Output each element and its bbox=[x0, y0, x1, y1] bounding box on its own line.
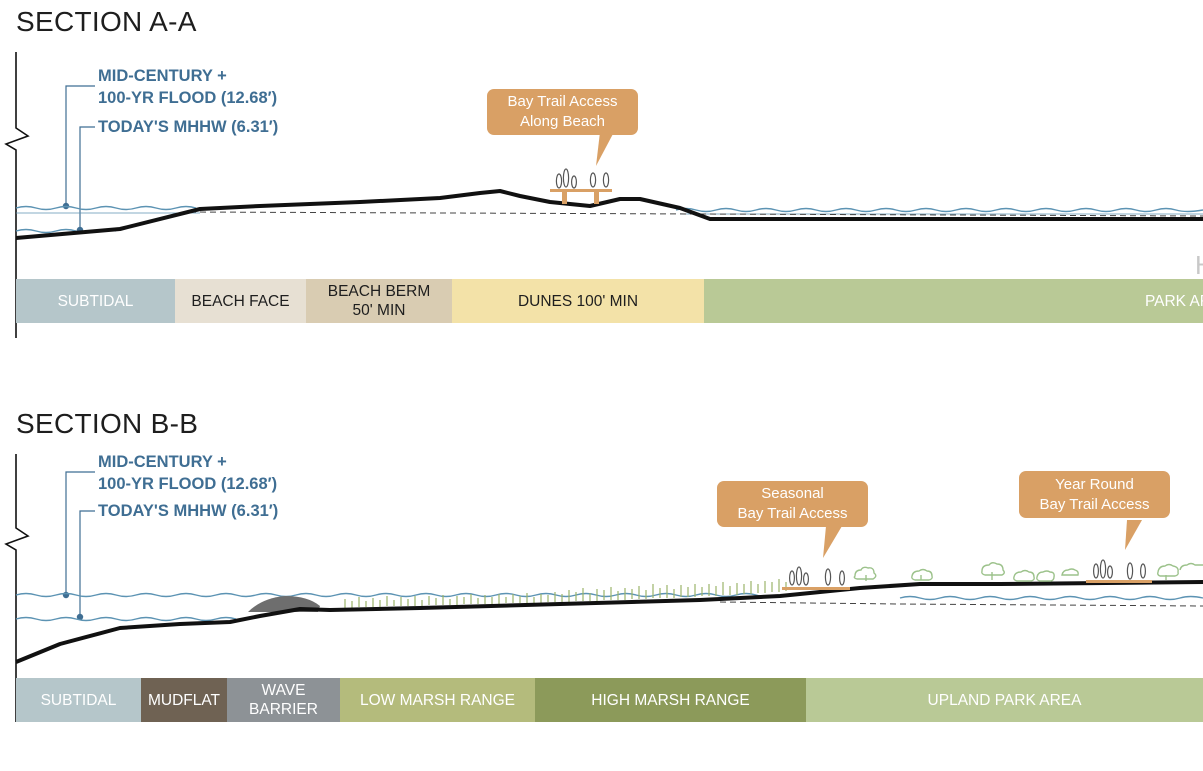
zone-high-marsh: HIGH MARSH RANGE bbox=[535, 678, 806, 722]
flood-marker bbox=[62, 591, 70, 599]
zone-low-marsh: LOW MARSH RANGE bbox=[340, 678, 535, 722]
flood-label-line2: 100-YR FLOOD (12.68′) bbox=[98, 89, 278, 107]
upland-trees bbox=[853, 562, 1203, 582]
flood-label-line1: MID-CENTURY + bbox=[98, 453, 227, 471]
flood-water-line bbox=[15, 592, 1203, 601]
edge-letter: H bbox=[1195, 250, 1203, 281]
section-b-profile bbox=[4, 454, 1203, 722]
section-b: SECTION B-B bbox=[0, 400, 1203, 771]
callout-a-pointer bbox=[596, 132, 614, 166]
boardwalk-people-year-round bbox=[1086, 559, 1152, 583]
zone-beach-face: BEACH FACE bbox=[175, 279, 306, 323]
zone-upland-park: UPLAND PARK AREA bbox=[806, 678, 1203, 722]
zone-mudflat: MUDFLAT bbox=[141, 678, 227, 722]
callout-line1: Seasonal bbox=[761, 485, 824, 502]
mhhw-leader bbox=[79, 126, 95, 230]
ground-profile bbox=[15, 189, 1203, 240]
flood-label: MID-CENTURY + 100-YR FLOOD (12.68′) bbox=[98, 451, 277, 495]
zone-subtidal: SUBTIDAL bbox=[16, 279, 175, 323]
mhhw-leader bbox=[79, 510, 95, 617]
callout-line2: Bay Trail Access bbox=[737, 505, 848, 522]
section-b-title: SECTION B-B bbox=[16, 408, 199, 439]
zone-subtidal: SUBTIDAL bbox=[16, 678, 141, 722]
section-a-profile bbox=[4, 52, 1203, 338]
mhhw-label: TODAY'S MHHW (6.31′) bbox=[98, 502, 279, 520]
zone-park-area: PARK AR bbox=[704, 279, 1203, 323]
ground-profile bbox=[15, 580, 1203, 664]
existing-grade-dashed bbox=[719, 601, 1203, 607]
section-a-title: SECTION A-A bbox=[16, 6, 197, 37]
flood-label: MID-CENTURY + 100-YR FLOOD (12.68′) bbox=[98, 65, 277, 109]
flood-leader bbox=[65, 471, 95, 595]
flood-water-line bbox=[15, 205, 1203, 215]
section-a: SECTION A-A bbox=[0, 0, 1203, 380]
mhhw-marker bbox=[76, 613, 84, 621]
flood-label-line1: MID-CENTURY + bbox=[98, 67, 227, 85]
callout-line1: Bay Trail Access bbox=[507, 93, 618, 110]
marsh-grass bbox=[344, 579, 787, 608]
flood-label-line2: 100-YR FLOOD (12.68′) bbox=[98, 475, 278, 493]
callout-seasonal-trail: Seasonal Bay Trail Access bbox=[717, 481, 868, 527]
callout-bay-trail-beach: Bay Trail Access Along Beach bbox=[487, 89, 638, 135]
callout-line2: Bay Trail Access bbox=[1039, 495, 1150, 513]
axis-break-line bbox=[4, 52, 30, 338]
mhhw-label: TODAY'S MHHW (6.31′) bbox=[98, 118, 279, 136]
axis-break-line bbox=[4, 454, 30, 722]
boardwalk-people-seasonal bbox=[782, 566, 850, 590]
callout-seasonal-pointer bbox=[823, 526, 842, 558]
boardwalk-people-a bbox=[550, 168, 612, 204]
callout-year-round-trail: Year Round Bay Trail Access bbox=[1019, 471, 1170, 518]
callout-year-round-pointer bbox=[1125, 520, 1142, 550]
callout-line2: Along Beach bbox=[519, 113, 606, 130]
zone-dunes: DUNES 100' MIN bbox=[452, 279, 704, 323]
callout-line1: Year Round bbox=[1055, 475, 1134, 493]
flood-leader bbox=[65, 85, 95, 206]
mhhw-water-line bbox=[15, 616, 237, 622]
